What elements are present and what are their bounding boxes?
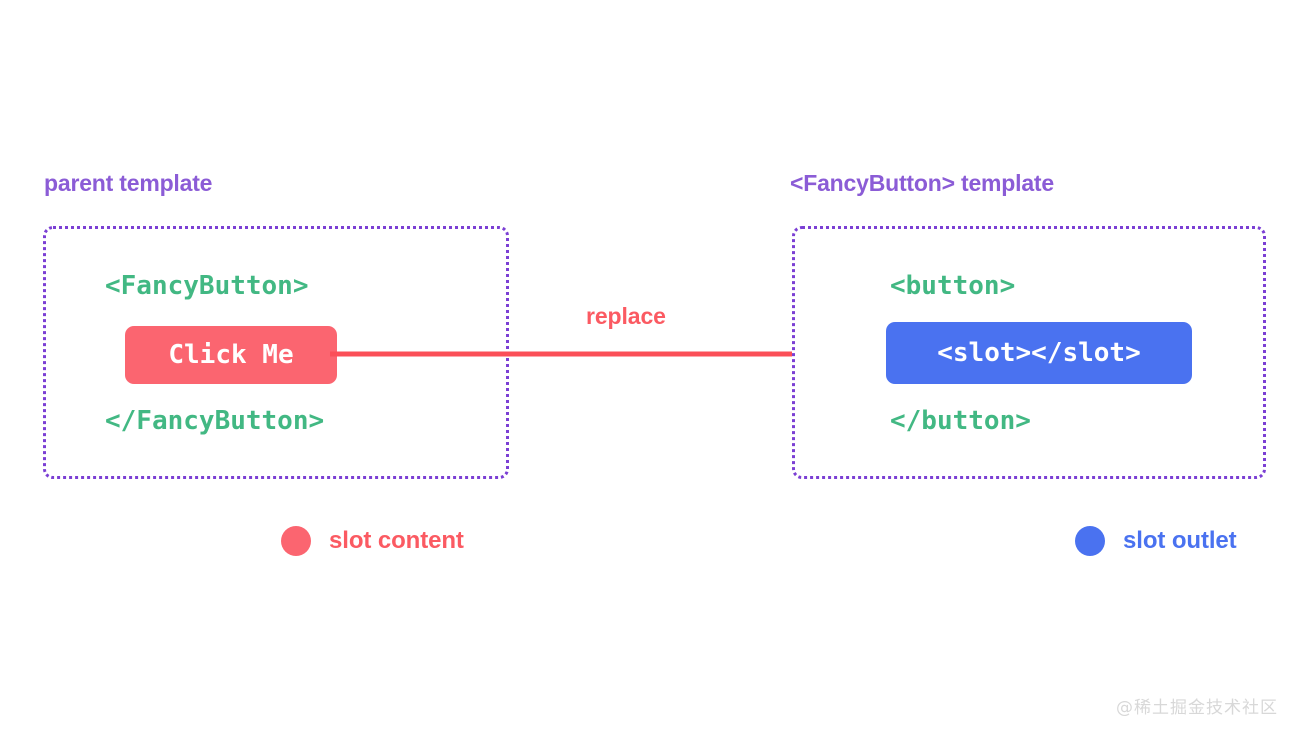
slot-outlet-chip-label: <slot></slot> xyxy=(937,338,1141,368)
legend-label-slot-content: slot content xyxy=(329,527,464,554)
legend-dot-red-icon xyxy=(281,526,311,556)
left-panel-title: parent template xyxy=(44,170,213,196)
slot-outlet-chip: <slot></slot> xyxy=(886,322,1192,384)
left-code-open-tag: <FancyButton> xyxy=(105,271,309,301)
right-code-open-tag: <button> xyxy=(890,271,1016,301)
arrow-label: replace xyxy=(586,303,666,329)
right-code-close-tag: </button> xyxy=(890,406,1031,436)
left-code-close-tag: </FancyButton> xyxy=(105,406,325,436)
right-panel-title: <FancyButton> template xyxy=(790,170,1054,196)
slot-content-chip: Click Me xyxy=(125,326,337,384)
legend-label-slot-outlet: slot outlet xyxy=(1123,527,1237,554)
legend-dot-blue-icon xyxy=(1075,526,1105,556)
watermark: @稀土掘金技术社区 xyxy=(1116,698,1278,718)
slot-content-chip-label: Click Me xyxy=(168,340,294,370)
legend-slot-outlet: slot outlet xyxy=(1075,526,1237,556)
legend-slot-content: slot content xyxy=(281,526,464,556)
